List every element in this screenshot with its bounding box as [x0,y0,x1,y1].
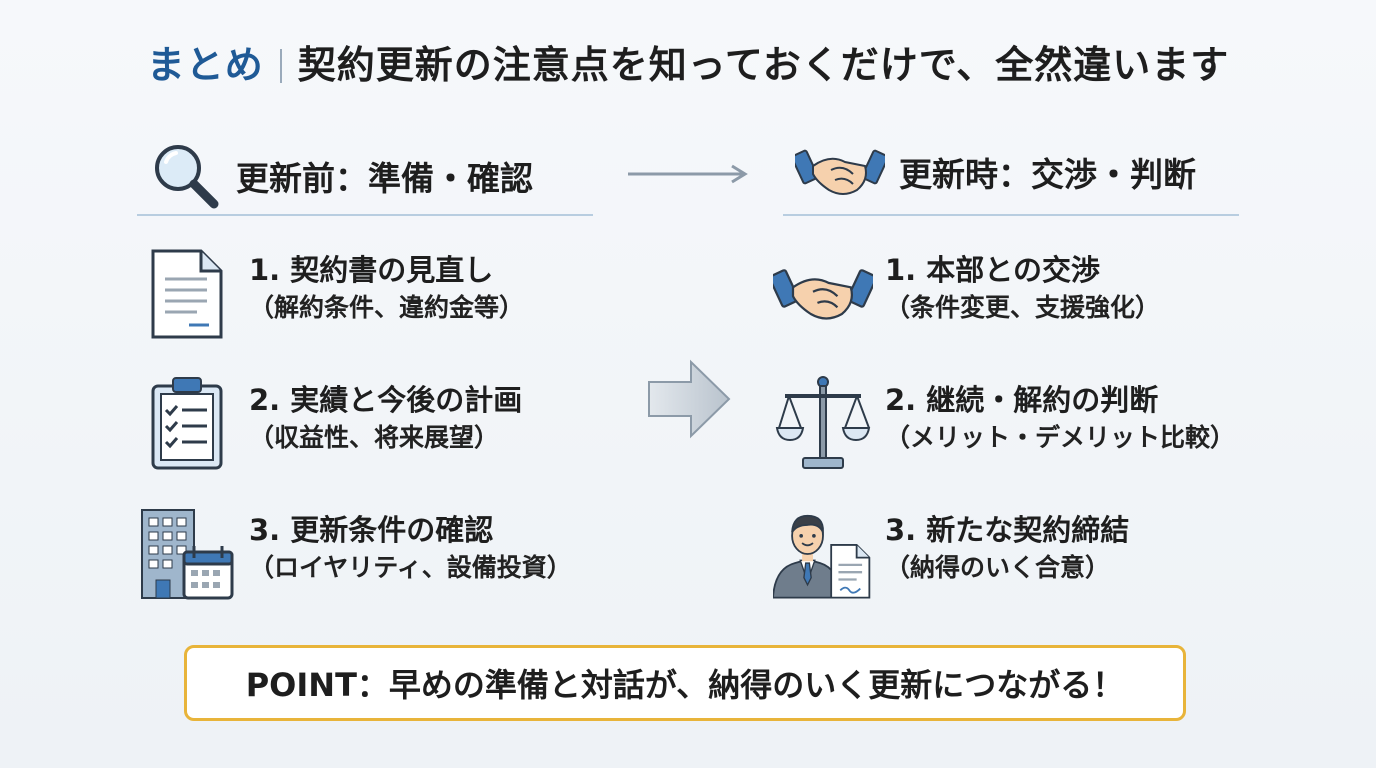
point-callout: POINT：早めの準備と対話が、納得のいく更新につながる！ [184,645,1186,721]
right-section-heading: 更新時：交渉・判断 [795,140,1196,204]
left-item-3: 3. 更新条件の確認 （ロイヤリティ、設備投資） [137,504,572,604]
right-item-3-sub: （納得のいく合意） [885,553,1111,582]
left-item-2-title: 2. 実績と今後の計画 [249,383,523,417]
left-heading-label: 更新前：準備・確認 [236,159,533,198]
left-section-heading: 更新前：準備・確認 [150,140,533,212]
right-item-1: 1. 本部との交渉 （条件変更、支援強化） [773,244,1160,344]
point-text: POINT：早めの準備と対話が、納得のいく更新につながる！ [245,666,1125,704]
right-heading-rule [783,214,1239,216]
big-arrow-right-icon [648,359,731,439]
magnifier-icon [155,145,219,209]
right-item-3: 3. 新たな契約締結 （納得のいく合意） [773,504,1129,604]
page-title: まとめ契約更新の注意点を知っておくだけで、全然違います [0,34,1376,89]
businessman-contract-icon [773,514,871,599]
right-heading-label: 更新時：交渉・判断 [899,155,1196,194]
left-heading-rule [137,214,593,216]
arrow-right-icon [628,164,748,184]
title-divider [279,49,282,83]
scale-icon [775,376,871,469]
handshake-icon [795,149,885,195]
clipboard-icon [151,377,223,470]
left-item-2: 2. 実績と今後の計画 （収益性、将来展望） [137,374,522,474]
right-item-1-title: 1. 本部との交渉 [885,253,1101,287]
left-item-1: 1. 契約書の見直し （解約条件、違約金等） [137,244,524,344]
left-item-1-sub: （解約条件、違約金等） [249,293,525,322]
title-main: 契約更新の注意点を知っておくだけで、全然違います [297,43,1230,87]
document-icon [151,249,223,339]
right-item-2: 2. 継続・解約の判断 （メリット・デメリット比較） [773,374,1235,474]
left-item-2-sub: （収益性、将来展望） [249,423,500,452]
left-item-1-title: 1. 契約書の見直し [249,253,494,287]
handshake-icon [773,269,873,320]
right-item-2-title: 2. 継続・解約の判断 [885,383,1159,417]
left-item-3-sub: （ロイヤリティ、設備投資） [249,553,572,582]
title-lead: まとめ [146,43,264,87]
right-item-2-sub: （メリット・デメリット比較） [885,423,1236,452]
right-item-1-sub: （条件変更、支援強化） [885,293,1161,322]
left-item-3-title: 3. 更新条件の確認 [249,513,494,547]
right-item-3-title: 3. 新たな契約締結 [885,513,1130,547]
building-calendar-icon [141,509,234,600]
